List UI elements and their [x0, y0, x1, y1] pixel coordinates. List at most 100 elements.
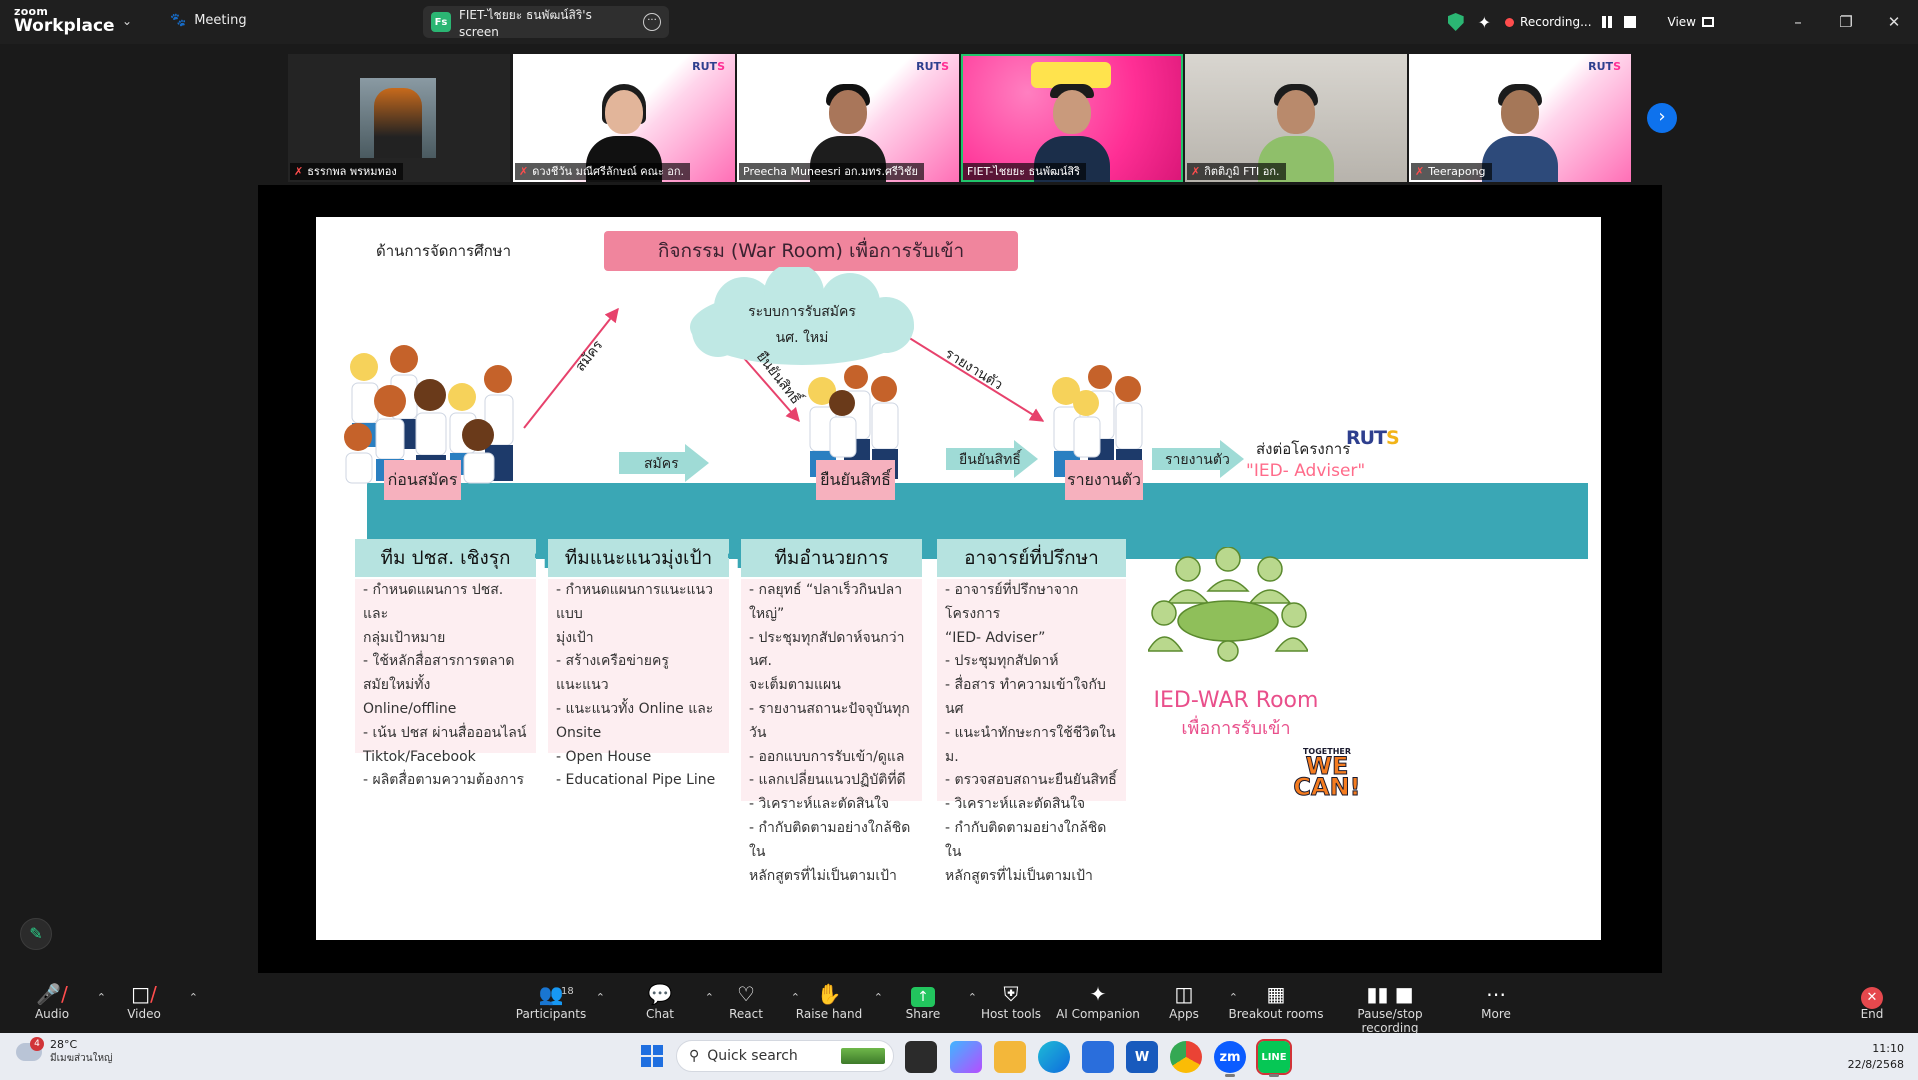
task-view-icon[interactable]	[905, 1041, 937, 1073]
students-report-illustration	[1052, 365, 1143, 479]
windows-start-icon[interactable]	[641, 1045, 663, 1067]
file-explorer-icon[interactable]	[994, 1041, 1026, 1073]
chevron-up-icon[interactable]: ⌃	[96, 991, 106, 1004]
annotate-pencil-icon[interactable]: ✎	[20, 918, 52, 950]
pause-recording-icon[interactable]	[1601, 16, 1614, 28]
list-item: - Open House	[556, 748, 652, 765]
list-item: - ออกแบบการรับเข้า/ดูแล	[749, 748, 905, 765]
participant-name: Preecha Muneesri อก.มทร.ศรีวิชัย	[739, 163, 924, 180]
cloud-line-1: ระบบการรับสมัคร	[748, 304, 856, 320]
recording-label: Recording...	[1520, 15, 1592, 29]
list-item: สมัยใหม่ทั้ง Online/offline	[363, 677, 457, 717]
meeting-toolbar: 🎤/⌃ Audio □/⌃ Video 👥18⌃ Participants 💬⌃…	[0, 973, 1918, 1035]
chevron-up-icon[interactable]: ⌃	[595, 991, 605, 1004]
list-item: - ผลิตสื่อตามความต้องการ	[363, 772, 525, 789]
host-tools-button[interactable]: ⛨ Host tools	[963, 981, 1059, 1021]
video-button[interactable]: □/⌃ Video	[96, 981, 198, 1021]
view-button[interactable]: View	[1667, 15, 1696, 29]
arrow-label-confirm: ยืนยันสิทธิ์	[959, 452, 1021, 468]
list-item: Tiktok/Facebook	[363, 748, 476, 765]
stop-recording-icon[interactable]	[1623, 16, 1636, 28]
participants-icon: 👥	[538, 982, 564, 1006]
next-page-chevron-icon[interactable]: ›	[1647, 103, 1677, 133]
meeting-tab[interactable]: 🐾 Meeting	[170, 13, 247, 28]
chevron-up-icon[interactable]: ⌃	[1228, 991, 1238, 1004]
list-item: - อาจารย์ที่ปรึกษาจาก โครงการ	[945, 582, 1079, 622]
raise-hand-button[interactable]: ✋⌃ Raise hand	[781, 981, 883, 1021]
war-room-title: IED-WAR Room	[1153, 688, 1319, 713]
pause-stop-recording-button[interactable]: ▮▮ ■ Pause/stop recording	[1328, 981, 1452, 1035]
zoom-workplace-logo[interactable]: zoom Workplace	[14, 6, 115, 35]
breakout-label: Breakout rooms	[1228, 1007, 1324, 1021]
system-clock[interactable]: 11:10 22/8/2568	[1848, 1041, 1904, 1073]
share-screen-tab[interactable]: Fs FIET-ไชยยะ ธนพัฒน์สิริ's screen ···	[423, 6, 669, 39]
participant-tile[interactable]: ✗กิตติภูมิ FTI อก.	[1185, 54, 1407, 182]
end-button[interactable]: ✕ End	[1824, 981, 1918, 1021]
end-x-icon: ✕	[1861, 987, 1883, 1009]
list-item: Onsite	[556, 724, 602, 741]
team-header-admin: ทีมอำนวยการ	[741, 539, 922, 577]
word-icon[interactable]: W	[1126, 1041, 1158, 1073]
chevron-up-icon[interactable]: ⌃	[704, 991, 714, 1004]
audio-label: Audio	[34, 1007, 70, 1021]
participant-name: FIET-ไชยยะ ธนพัฒน์สิริ	[963, 163, 1087, 180]
share-button[interactable]: ↑⌃ Share	[875, 981, 977, 1021]
ruts-logo: RUTS	[692, 60, 725, 73]
restore-icon[interactable]: ❐	[1839, 13, 1853, 31]
list-item: - ประชุมทุกสัปดาห์	[945, 653, 1059, 670]
share-label: Share	[905, 1007, 941, 1021]
chevron-down-icon[interactable]: ⌄	[122, 14, 133, 28]
close-icon[interactable]: ✕	[1887, 13, 1901, 31]
participants-button[interactable]: 👥18 ⌃ Participants	[503, 981, 605, 1021]
pause-stop-icon: ▮▮ ■	[1366, 982, 1414, 1006]
react-button[interactable]: ♡⌃ React	[698, 981, 800, 1021]
chevron-up-icon[interactable]: ⌃	[188, 991, 198, 1004]
quick-search-box[interactable]: ⚲ Quick search	[676, 1040, 894, 1072]
zoom-app-icon[interactable]: zm	[1214, 1041, 1246, 1077]
students-confirm-illustration	[808, 365, 899, 479]
mic-muted-icon: 🎤/	[36, 982, 68, 1006]
participant-tile[interactable]: RUTS ✗ดวงชีวัน มณีศรีลักษณ์ คณะ อก.	[513, 54, 735, 182]
ai-sparkle-icon[interactable]: ✦	[1477, 12, 1492, 32]
list-item: - กำกับติดตามอย่างใกล้ชิดใน	[749, 819, 911, 860]
video-off-icon: □/	[131, 982, 157, 1006]
audio-button[interactable]: 🎤/ ⌃ Audio	[4, 981, 106, 1021]
line-app-icon[interactable]: LINE	[1256, 1039, 1292, 1077]
meeting-label: Meeting	[194, 13, 247, 28]
ruts-logo: RUTS	[916, 60, 949, 73]
weather-widget[interactable]: 4 28°C มีเมฆส่วนใหญ่	[16, 1037, 113, 1066]
arrow-apply	[619, 444, 709, 482]
more-dots-icon: ⋯	[1486, 982, 1506, 1006]
participant-tile[interactable]: ✗ธรรกพล พรหมทอง	[288, 54, 510, 182]
more-options-icon[interactable]: ···	[643, 13, 661, 31]
grid-view-icon[interactable]	[1702, 17, 1714, 27]
windows-taskbar: 4 28°C มีเมฆส่วนใหญ่ ⚲ Quick search W zm…	[0, 1033, 1918, 1080]
chevron-up-icon[interactable]: ⌃	[967, 991, 977, 1004]
apps-button[interactable]: ◫⌃ Apps	[1136, 981, 1238, 1021]
minimize-icon[interactable]: –	[1794, 13, 1802, 31]
store-icon[interactable]	[1082, 1041, 1114, 1073]
chevron-up-icon[interactable]: ⌃	[873, 991, 883, 1004]
list-item: กลุ่มเป้าหมาย	[363, 629, 446, 646]
chrome-icon[interactable]	[1170, 1041, 1202, 1073]
more-button[interactable]: ⋯ More	[1448, 981, 1544, 1021]
breakout-rooms-button[interactable]: ▦ Breakout rooms	[1228, 981, 1324, 1021]
participants-count: 18	[561, 986, 574, 997]
host-tools-label: Host tools	[980, 1007, 1042, 1021]
cloud-icon: 4	[16, 1037, 44, 1061]
chat-button[interactable]: 💬⌃ Chat	[612, 981, 714, 1021]
security-shield-icon[interactable]	[1447, 13, 1464, 31]
participants-label: Participants	[515, 1007, 587, 1021]
participant-tile[interactable]: RUTS Preecha Muneesri อก.มทร.ศรีวิชัย	[737, 54, 959, 182]
list-item: - ตรวจสอบสถานะยืนยันสิทธิ์	[945, 772, 1117, 789]
copilot-icon[interactable]	[950, 1041, 982, 1073]
participant-tile-active-speaker[interactable]: FIET-ไชยยะ ธนพัฒน์สิริ	[961, 54, 1183, 182]
participant-tile[interactable]: RUTS ✗Teerapong	[1409, 54, 1631, 182]
edge-browser-icon[interactable]	[1038, 1041, 1070, 1073]
arrow-label-report: รายงานตัว	[1165, 452, 1230, 468]
chevron-up-icon[interactable]: ⌃	[790, 991, 800, 1004]
ruts-logo-slide: RUTS	[1346, 427, 1400, 449]
team-list-guidance: - กำหนดแผนการแนะแนวแบบ มุ่งเป้า - สร้างเ…	[548, 579, 729, 788]
ai-companion-button[interactable]: ✦ AI Companion	[1050, 981, 1146, 1021]
apps-label: Apps	[1169, 1007, 1199, 1021]
